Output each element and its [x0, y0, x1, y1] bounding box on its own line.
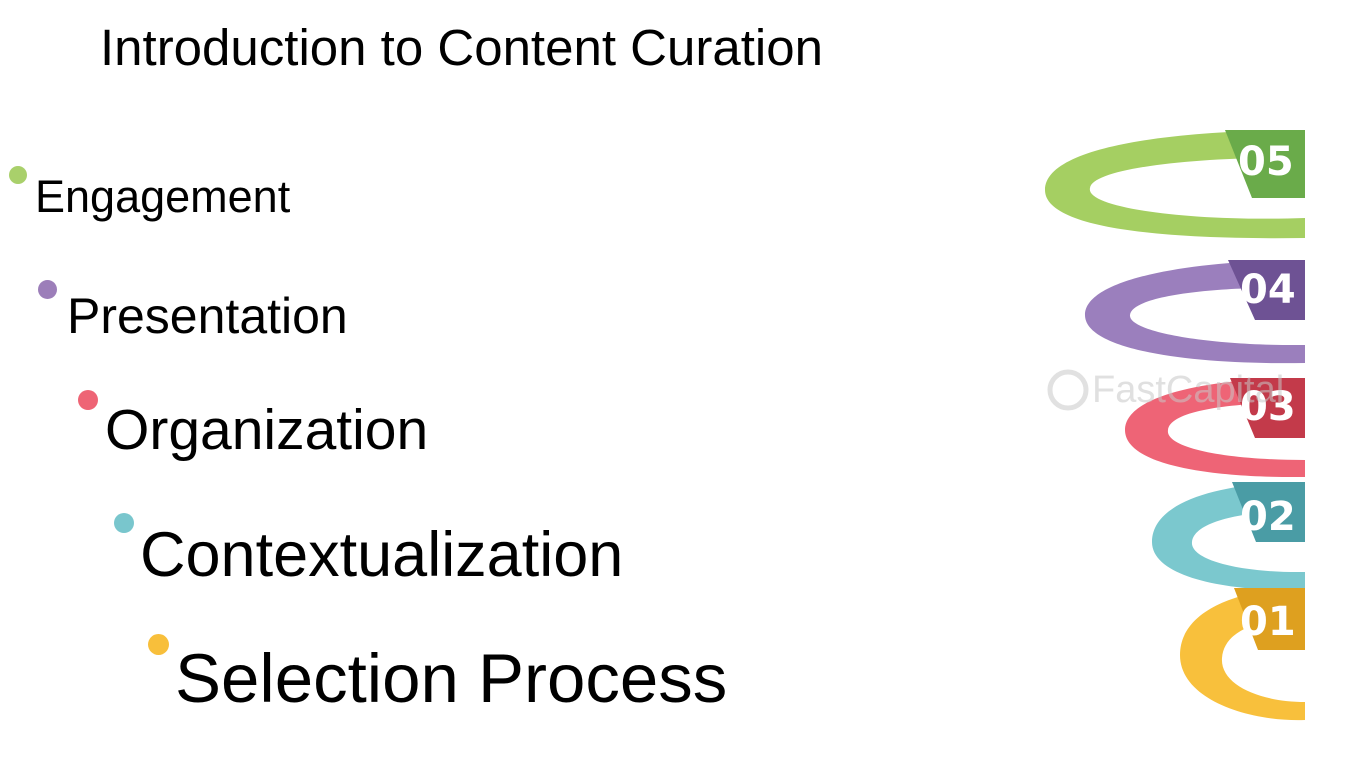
step-label: Engagement [35, 171, 291, 222]
gear-icon [1047, 369, 1089, 411]
step-label: Contextualization [140, 520, 624, 590]
ring-02: 02 [1152, 482, 1305, 591]
ring-01: 01 [1180, 588, 1305, 721]
ring-03: 03 [1125, 378, 1305, 478]
watermark: FastCapital [1047, 369, 1284, 411]
ring-number: 04 [1240, 267, 1296, 313]
bullet-dot [148, 634, 169, 655]
spiral-ribbon-graphic: 05 04 03 02 01 FastCapital [1045, 130, 1305, 721]
ring-tab [1225, 130, 1305, 198]
bullet-dot [114, 513, 134, 533]
ring-number: 01 [1240, 599, 1296, 645]
ring-04: 04 [1085, 260, 1305, 364]
ring-tab [1234, 588, 1305, 650]
ring-number: 05 [1238, 139, 1294, 185]
watermark-text: FastCapital [1092, 369, 1284, 411]
ring-tab [1228, 260, 1305, 320]
step-label: Presentation [67, 288, 348, 344]
ring-number: 02 [1240, 494, 1296, 540]
ring-tab [1232, 482, 1305, 542]
ring-number: 03 [1240, 384, 1296, 430]
step-label: Organization [105, 398, 429, 462]
step-label: Selection Process [175, 640, 728, 717]
ring-05: 05 [1045, 130, 1305, 239]
ring-front [1180, 588, 1305, 721]
bullet-dot [9, 166, 27, 184]
bullet-dot [38, 280, 57, 299]
ring-tab [1230, 378, 1305, 438]
slide-title: Introduction to Content Curation [100, 19, 823, 76]
bullet-dot [78, 390, 98, 410]
